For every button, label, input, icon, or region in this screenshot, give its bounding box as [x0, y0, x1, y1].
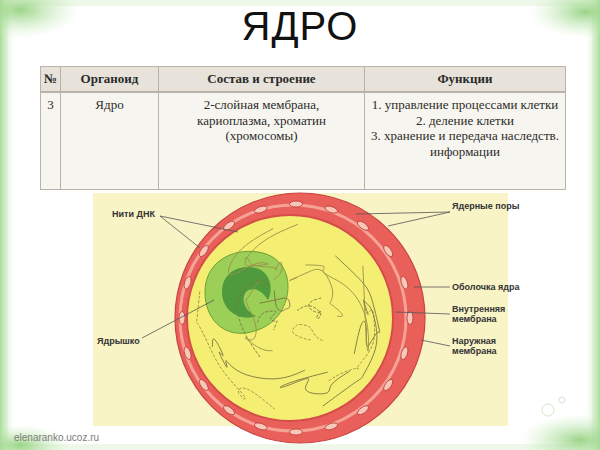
table-header: Состав и строение — [207, 71, 315, 87]
dna-thread — [258, 311, 277, 330]
nuclear-pore — [254, 205, 268, 215]
table-cell: 1. управление процессами клетки2. делени… — [364, 92, 566, 190]
table-cell: 3 — [40, 92, 61, 190]
part-label: Оболочка ядра — [452, 282, 532, 292]
table-cell: № — [40, 66, 61, 92]
leader-line — [356, 212, 450, 214]
nuclear-pore — [356, 404, 370, 416]
dna-thread — [297, 298, 321, 318]
table-cell-text: 2-слойная мембрана, кариоплазма, хромати… — [183, 97, 340, 144]
table-cell: Ядро — [60, 92, 159, 190]
nucleolus — [205, 251, 288, 333]
nuclear-pores — [179, 201, 413, 435]
nuclear-pore — [407, 312, 413, 325]
nuclear-pore — [290, 429, 303, 435]
title: ЯДРО — [150, 4, 450, 49]
part-label: Внутренняя мембрана — [452, 304, 522, 325]
leader-line — [388, 212, 450, 226]
dna-thread — [323, 301, 377, 406]
table-cell-text: Ядро — [95, 97, 123, 113]
dna-threads — [196, 224, 379, 409]
outer-membrane — [175, 193, 425, 443]
illustration-part — [559, 397, 565, 403]
watermark: elenaranko.ucoz.ru — [14, 432, 174, 443]
dna-thread — [212, 339, 304, 379]
table-cell-text: 3. хранение и передача наследств. информ… — [369, 128, 561, 159]
table-cell-text: 2. деление клетки — [416, 113, 514, 129]
table-cell: Органоид — [60, 66, 159, 92]
leader-line — [395, 312, 450, 314]
dna-thread — [244, 257, 282, 279]
leader-line — [414, 287, 450, 288]
dna-thread — [245, 281, 273, 351]
dna-thread — [292, 324, 324, 341]
illustration-part — [530, 0, 600, 38]
dna-thread — [229, 224, 298, 274]
table-cell: Состав и строение — [158, 66, 365, 92]
dna-thread — [196, 292, 274, 410]
illustration-part — [0, 0, 14, 450]
nuclear-pore — [382, 378, 394, 392]
table-header: № — [44, 71, 57, 87]
table-header: Функции — [437, 71, 492, 87]
nuclear-pore — [290, 201, 303, 207]
nuclear-pore — [400, 346, 410, 360]
nuclear-pore — [400, 276, 410, 290]
illustration-part — [8, 6, 592, 444]
nuclear-pore — [254, 422, 268, 432]
nucleolus-core — [222, 267, 271, 318]
part-label: Наружная мембрана — [452, 336, 522, 357]
leader-line — [160, 216, 200, 248]
illustration-part — [586, 0, 600, 450]
table-cell-text: 1. управление процессами клетки — [372, 97, 558, 113]
dna-thread — [280, 371, 350, 394]
nuclear-pore — [324, 422, 338, 432]
karyoplasm — [187, 215, 393, 421]
dna-thread — [260, 290, 290, 311]
table-cell-text: 3 — [47, 97, 54, 113]
dna-thread — [328, 299, 375, 381]
part-label: Ядрышко — [97, 336, 145, 346]
leader-line — [421, 340, 450, 346]
nuclear-pore — [324, 205, 338, 215]
dna-thread — [335, 256, 380, 354]
part-label: Ядерные поры — [452, 201, 532, 211]
leader-line — [160, 216, 238, 232]
nuclear-pore — [382, 244, 394, 258]
illustration-part — [520, 414, 600, 450]
nuclear-pore — [356, 220, 370, 232]
dna-thread — [290, 269, 343, 316]
table-cell: Функции — [364, 66, 566, 92]
part-label: Нити ДНК — [112, 209, 162, 219]
leader-lines — [142, 212, 450, 346]
dna-thread — [236, 280, 267, 357]
picture-ground — [93, 193, 508, 426]
illustration-part — [542, 404, 554, 416]
nuclear-pore — [222, 404, 236, 416]
leader-line — [142, 300, 214, 338]
table-cell: 2-слойная мембрана, кариоплазма, хромати… — [158, 92, 365, 190]
table-header: Органоид — [81, 71, 139, 87]
nucleus — [175, 193, 425, 443]
illustration-part — [0, 0, 80, 38]
perinuclear-space — [180, 205, 406, 431]
